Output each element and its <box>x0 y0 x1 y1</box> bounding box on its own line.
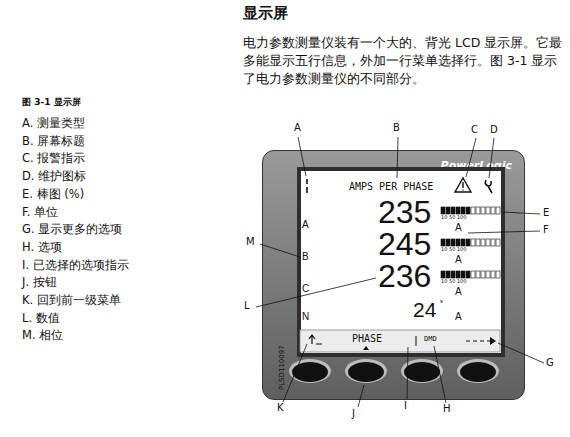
leader-line <box>466 138 476 177</box>
phase-letter: A <box>302 219 309 231</box>
leader-line <box>260 244 300 257</box>
callout-letter: H <box>443 403 451 415</box>
button-rim <box>401 359 443 383</box>
legend-item: I. 已选择的选项指示 <box>22 259 129 272</box>
unit: A <box>455 254 462 266</box>
reading-value: 245 <box>378 229 431 259</box>
leader-line <box>358 385 364 407</box>
legend-item: H. 选项 <box>22 241 62 254</box>
leader-line <box>283 344 307 402</box>
callout-letter: J <box>352 408 355 420</box>
callout-letter: I <box>404 400 407 412</box>
bar-graph <box>441 271 500 278</box>
menu-bar <box>300 330 500 352</box>
alarm-icon <box>455 178 471 192</box>
bar-scale: 10 50 100 <box>441 215 466 221</box>
callout-letter: K <box>277 402 284 414</box>
legend-item: C. 报警指示 <box>22 152 85 165</box>
back-icon <box>309 335 322 344</box>
selected-indicator <box>363 346 369 350</box>
leader-line <box>498 343 544 363</box>
unit: A <box>455 222 462 234</box>
callout-letter: L <box>244 300 250 312</box>
legend-item: J. 按钮 <box>22 276 57 289</box>
unit: A <box>455 311 462 323</box>
unit: A <box>455 286 462 298</box>
button <box>348 362 384 382</box>
bar-scale: 10 50 100 <box>441 279 466 285</box>
legend-item: A. 测量类型 <box>22 117 85 130</box>
callout-letter: F <box>543 224 549 236</box>
callout-letter: G <box>546 357 554 369</box>
more-arrowhead <box>490 337 496 345</box>
leader-line <box>468 231 540 233</box>
button <box>460 362 496 382</box>
callout-letter: A <box>294 122 301 134</box>
reading-value: 24 <box>413 300 436 320</box>
leader-line <box>503 212 540 214</box>
legend-item: M. 相位 <box>22 329 63 342</box>
button <box>292 362 328 382</box>
bar-graph <box>441 207 500 214</box>
legend-item: B. 屏幕标题 <box>22 135 85 148</box>
reading-value: 235 <box>378 197 431 227</box>
drawing-number: PLSD110097 <box>278 345 286 390</box>
phase-letter: C <box>302 283 309 295</box>
legend-item: D. 维护图标 <box>22 170 86 183</box>
leader-line <box>298 137 306 176</box>
callout-letter: D <box>490 124 498 136</box>
legend-item: F. 单位 <box>22 206 58 219</box>
more-arrow <box>466 341 490 342</box>
legend-item: E. 棒图 (%) <box>22 188 84 201</box>
screen-title: AMPS PER PHASE <box>349 181 433 192</box>
bar-graph <box>441 239 500 246</box>
menu-option: DMD <box>424 335 437 343</box>
reading-value: 236 <box>378 261 431 291</box>
unit-prefix: s <box>440 298 443 305</box>
menu-option: PHASE <box>352 333 382 345</box>
button-rim <box>345 359 387 383</box>
leader-line <box>256 278 376 307</box>
page-heading: 显示屏 <box>243 5 288 22</box>
phase-letter: B <box>302 251 309 263</box>
bar-scale: 10 50 100 <box>441 247 466 253</box>
callout-letter: C <box>471 124 478 136</box>
button-rim <box>457 359 499 383</box>
callout-letter: M <box>246 236 255 248</box>
alarm-mark <box>462 182 463 191</box>
leader-line <box>407 347 408 399</box>
callout-letter: E <box>543 207 549 219</box>
button <box>404 362 440 382</box>
body-paragraph: 电力参数测量仪装有一个大的、背光 LCD 显示屏。它最多能显示五行信息，外加一行… <box>243 34 565 88</box>
phase-letter: N <box>302 311 309 323</box>
button-rim <box>289 359 331 383</box>
leader-line <box>397 137 398 178</box>
menu-divider <box>416 336 417 346</box>
leader-line <box>434 346 446 403</box>
legend-item: K. 回到前一级菜单 <box>22 294 121 307</box>
legend-item: L. 数值 <box>22 312 60 325</box>
measure-indicator <box>306 179 308 193</box>
legend-item: G. 显示更多的选项 <box>22 223 122 236</box>
figure-caption: 图 3-1 显示屏 <box>22 97 81 107</box>
maintenance-icon <box>485 180 492 193</box>
callout-letter: B <box>393 122 400 134</box>
leader-line <box>489 138 494 178</box>
